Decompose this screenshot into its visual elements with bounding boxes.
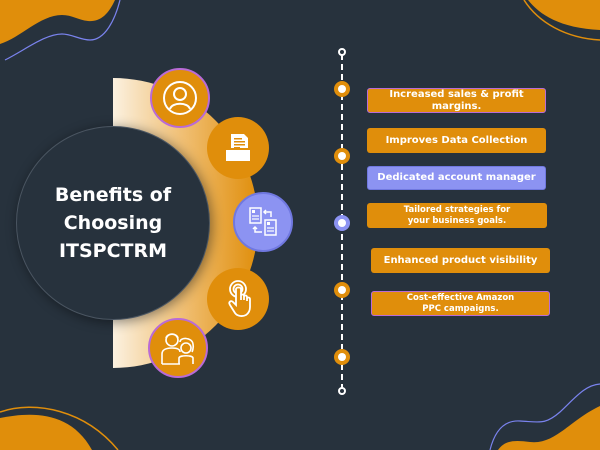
timeline-line — [341, 54, 343, 388]
benefit-increased-sales: Increased sales & profit margins. — [367, 88, 546, 113]
touch-tap-icon — [228, 280, 251, 317]
timeline-node-2 — [334, 148, 350, 164]
benefit-label: Increased sales & profit margins. — [389, 88, 524, 112]
benefit-tailored-strategies: Tailored strategies for your business go… — [367, 203, 547, 228]
document-folder-icon — [226, 134, 250, 161]
benefit-product-visibility: Enhanced product visibility — [371, 248, 550, 273]
icon-circle-people — [148, 318, 208, 378]
benefit-label: Dedicated account manager — [377, 172, 536, 183]
hub-title-line2: Choosing — [63, 212, 163, 234]
benefit-label: Enhanced product visibility — [383, 254, 538, 266]
benefit-label: Tailored strategies for your business go… — [403, 204, 511, 226]
benefit-account-manager: Dedicated account manager — [367, 166, 546, 190]
hub-title-line1: Benefits of — [54, 184, 172, 206]
document-exchange-icon — [249, 207, 277, 236]
benefit-label: Cost-effective Amazon PPC campaigns. — [406, 292, 515, 314]
hub-title-line3: ITSPCTRM — [58, 240, 168, 262]
timeline-node-4 — [334, 282, 350, 298]
people-family-icon — [161, 333, 195, 365]
timeline-node-1 — [334, 81, 350, 97]
benefit-data-collection: Improves Data Collection — [367, 128, 546, 153]
icon-circle-user — [150, 68, 210, 128]
icon-circle-exchange — [233, 192, 293, 252]
timeline-start-cap — [338, 48, 346, 56]
timeline-node-5 — [334, 349, 350, 365]
icon-circle-touch — [207, 268, 269, 330]
icon-circle-document — [207, 117, 269, 179]
benefit-label: Improves Data Collection — [385, 134, 528, 146]
user-profile-icon — [163, 81, 197, 115]
timeline-node-3 — [334, 215, 350, 231]
timeline-end-cap — [338, 387, 346, 395]
hub-circle: Benefits of Choosing ITSPCTRM — [16, 126, 210, 320]
benefit-cost-effective-ppc: Cost-effective Amazon PPC campaigns. — [371, 291, 550, 316]
